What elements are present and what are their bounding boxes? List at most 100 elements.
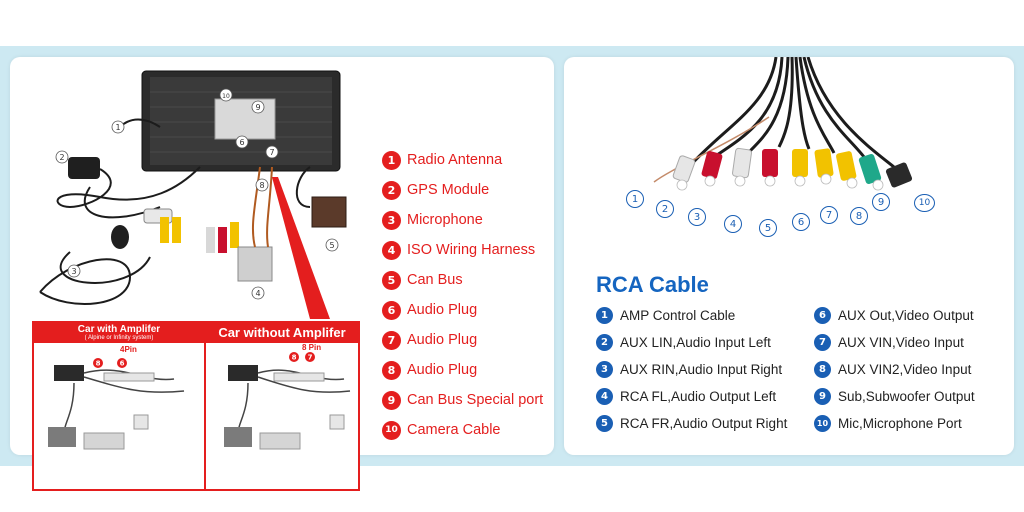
wiring-harness-panel: 1 2 3 4 5 6 7 8 9 10 Car with Amplifer (… — [10, 57, 554, 491]
rca-item: 3 AUX RIN,Audio Input Right — [596, 356, 787, 383]
harness-legend: 1 Radio Antenna 2 GPS Module 3 Microphone 4… — [382, 145, 562, 445]
legend-label: ISO Wiring Harness — [407, 242, 536, 258]
microphone — [111, 225, 129, 249]
rca-item: 4 RCA FL,Audio Output Left — [596, 383, 787, 410]
legend-number: 1 — [382, 150, 401, 170]
rca-number: 9 — [814, 388, 831, 405]
amplifier-harness-illustration: 8 6 8 7 — [48, 352, 351, 450]
legend-label: GPS Module — [407, 182, 490, 198]
legend-number: 8 — [382, 360, 401, 380]
photo-callout-3: 3 — [71, 267, 76, 276]
iso-harness — [237, 246, 273, 282]
photo-callout-9: 9 — [255, 103, 260, 112]
legend-item: 1 Radio Antenna — [382, 145, 562, 175]
rca-callout-4: 4 — [724, 215, 742, 233]
photo-callout-10: 10 — [222, 93, 230, 100]
legend-number: 6 — [382, 300, 401, 320]
rca-callout-1: 1 — [626, 190, 644, 208]
rca-label: AUX VIN,Video Input — [838, 335, 964, 350]
rca-label: RCA FL,Audio Output Left — [620, 389, 777, 404]
legend-label: Can Bus Special port — [407, 392, 544, 408]
rca-label: AUX VIN2,Video Input — [838, 362, 972, 377]
legend-number: 5 — [382, 270, 401, 290]
with-mark-8: 8 — [96, 360, 101, 368]
legend-item: 6 Audio Plug — [382, 295, 562, 325]
legend-label: Camera Cable — [407, 422, 501, 438]
rca-item: 8 AUX VIN2,Video Input — [814, 356, 975, 383]
rca-callout-10: 10 — [914, 194, 935, 212]
legend-number: 10 — [382, 420, 401, 440]
photo-callout-4: 4 — [255, 289, 260, 298]
head-unit-wiring-illustration: 1 2 3 4 5 6 7 8 9 10 — [39, 70, 347, 319]
rca-label: Mic,Microphone Port — [838, 416, 962, 431]
legend-label: Microphone — [407, 212, 483, 228]
rca-callout-9: 9 — [872, 193, 890, 211]
legend-label: Audio Plug — [407, 332, 478, 348]
without-amplifier-title: Car without Amplifer — [206, 323, 358, 343]
amplifier-options-box: Car with Amplifer ( Alpine or Infinity s… — [32, 321, 360, 491]
legend-item: 2 GPS Module — [382, 175, 562, 205]
rca-item: 1 AMP Control Cable — [596, 302, 787, 329]
rca-number: 7 — [814, 334, 831, 351]
rca-number: 3 — [596, 361, 613, 378]
rca-number: 6 — [814, 307, 831, 324]
with-amplifier-title: Car with Amplifer — [77, 324, 161, 335]
gps-module — [68, 157, 100, 179]
rca-callout-8: 8 — [850, 207, 868, 225]
legend-item: 8 Audio Plug — [382, 355, 562, 385]
without-mark-7: 7 — [308, 354, 313, 362]
legend-label: Radio Antenna — [407, 152, 503, 168]
legend-item: 5 Can Bus — [382, 265, 562, 295]
rca-number: 4 — [596, 388, 613, 405]
rca-label: AUX RIN,Audio Input Right — [620, 362, 783, 377]
legend-item: 7 Audio Plug — [382, 325, 562, 355]
rca-item: 10 Mic,Microphone Port — [814, 410, 975, 437]
rca-callout-7: 7 — [820, 206, 838, 224]
legend-label: Audio Plug — [407, 302, 478, 318]
rca-label: AUX Out,Video Output — [838, 308, 974, 323]
legend-number: 7 — [382, 330, 401, 350]
with-mark-6: 6 — [120, 360, 125, 368]
legend-item: 9 Can Bus Special port — [382, 385, 562, 415]
rca-cable-illustration — [653, 57, 913, 191]
photo-callout-8: 8 — [259, 181, 264, 190]
rca-item: 9 Sub,Subwoofer Output — [814, 383, 975, 410]
legend-number: 4 — [382, 240, 401, 260]
photo-callout-5: 5 — [329, 241, 334, 250]
legend-number: 9 — [382, 390, 401, 410]
rca-legend-left: 1 AMP Control Cable 2 AUX LIN,Audio Input … — [596, 302, 787, 437]
without-mark-8: 8 — [292, 354, 297, 362]
rca-number: 1 — [596, 307, 613, 324]
rca-label: Sub,Subwoofer Output — [838, 389, 975, 404]
rca-callout-5: 5 — [759, 219, 777, 237]
with-amplifier-header: Car with Amplifer ( Alpine or Infinity s… — [34, 323, 204, 343]
without-amplifier-pin-label: 8 Pin — [302, 343, 322, 352]
with-amplifier-subtitle: ( Alpine or Infinity system) — [84, 335, 154, 341]
pointer-arrow — [272, 177, 330, 319]
photo-callout-1: 1 — [115, 123, 120, 132]
amplifier-divider — [204, 323, 206, 489]
photo-callout-7: 7 — [269, 148, 274, 157]
legend-number: 3 — [382, 210, 401, 230]
legend-label: Audio Plug — [407, 362, 478, 378]
can-bus-box — [311, 196, 347, 228]
rca-label: AUX LIN,Audio Input Left — [620, 335, 771, 350]
rca-number: 10 — [814, 415, 831, 432]
rca-legend-right: 6 AUX Out,Video Output 7 AUX VIN,Video Inp… — [814, 302, 975, 437]
legend-number: 2 — [382, 180, 401, 200]
photo-callout-2: 2 — [59, 153, 64, 162]
rca-item: 6 AUX Out,Video Output — [814, 302, 975, 329]
rca-callout-2: 2 — [656, 200, 674, 218]
rca-item: 7 AUX VIN,Video Input — [814, 329, 975, 356]
rca-item: 2 AUX LIN,Audio Input Left — [596, 329, 787, 356]
rca-number: 8 — [814, 361, 831, 378]
rca-label: AMP Control Cable — [620, 308, 736, 323]
rca-number: 2 — [596, 334, 613, 351]
legend-item: 10 Camera Cable — [382, 415, 562, 445]
rca-title: RCA Cable — [596, 272, 709, 297]
legend-item: 4 ISO Wiring Harness — [382, 235, 562, 265]
legend-label: Can Bus — [407, 272, 463, 288]
rca-callout-3: 3 — [688, 208, 706, 226]
